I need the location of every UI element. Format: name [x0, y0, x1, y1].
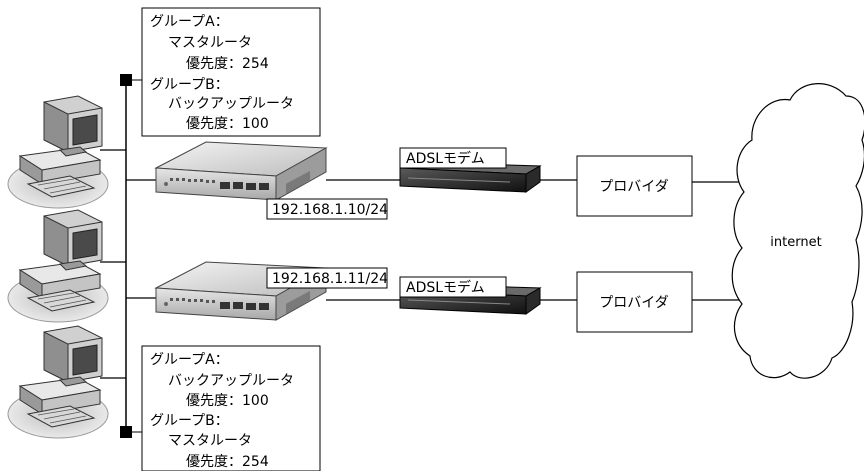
info-top-line-4: グループB： — [150, 77, 229, 93]
modem1-label-box — [399, 147, 507, 169]
info-top-line-1: グループA： — [150, 14, 229, 30]
modem2-label-box — [399, 276, 507, 298]
info-box-top — [141, 7, 321, 137]
provider-2-label: プロバイダ — [599, 295, 668, 311]
info-top-line-5: バックアップルータ — [168, 96, 294, 112]
provider-1-box — [576, 155, 693, 217]
router-1 — [155, 141, 327, 201]
internet-label: internet — [770, 235, 821, 250]
provider-1-label: プロバイダ — [599, 179, 668, 195]
info-top-line-3: 優先度：254 — [186, 56, 269, 72]
pc-1 — [7, 95, 109, 209]
router2-ip-box — [266, 267, 388, 289]
pc-2 — [7, 209, 109, 323]
info-bottom-line-3: 優先度：100 — [186, 393, 269, 409]
info-bottom-line-2: バックアップルータ — [168, 373, 294, 389]
router1-ip-box — [266, 198, 388, 220]
info-top-line-6: 優先度：100 — [186, 116, 269, 132]
router1-ip-label: 192.168.1.10/24 — [272, 202, 388, 218]
info-box-bottom — [141, 345, 321, 471]
info-bottom-line-4: グループB： — [150, 413, 229, 429]
router2-ip-label: 192.168.1.11/24 — [272, 271, 388, 287]
info-bottom-line-5: マスタルータ — [168, 433, 252, 449]
modem2-label: ADSLモデム — [406, 279, 485, 296]
info-top-line-2: マスタルータ — [168, 35, 252, 51]
info-bottom-line-1: グループA： — [150, 352, 229, 368]
provider-2-box — [576, 271, 693, 333]
internet-cloud — [731, 83, 864, 379]
pc-3 — [7, 325, 109, 439]
info-bottom-line-6: 優先度：254 — [186, 454, 269, 470]
modem1-label: ADSLモデム — [406, 150, 485, 167]
